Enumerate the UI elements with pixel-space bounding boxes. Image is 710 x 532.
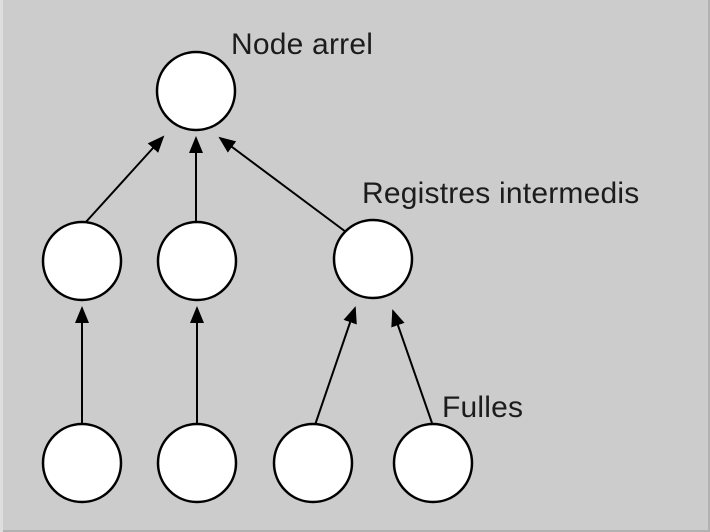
tree-node-leaf-4 [392, 422, 474, 504]
tree-node-leaf-1 [41, 422, 123, 504]
leaf-nodes-label: Fulles [442, 391, 524, 424]
intermediate-nodes-label: Registres intermedis [362, 177, 640, 210]
edge-intermediate-3-to-root [218, 136, 347, 233]
tree-node-intermediate-3 [332, 218, 414, 300]
tree-node-root [155, 50, 237, 132]
tree-node-intermediate-2 [156, 220, 238, 302]
edge-intermediate-1-to-root [84, 135, 165, 224]
tree-node-leaf-3 [272, 422, 354, 504]
tree-node-leaf-2 [156, 422, 238, 504]
edge-leaf-4-to-intermediate-3 [391, 309, 433, 424]
nodes-group [41, 50, 474, 504]
edge-leaf-3-to-intermediate-3 [314, 306, 357, 426]
root-node-label: Node arrel [231, 28, 374, 61]
edges-group [75, 135, 433, 426]
tree-node-intermediate-1 [41, 220, 123, 302]
